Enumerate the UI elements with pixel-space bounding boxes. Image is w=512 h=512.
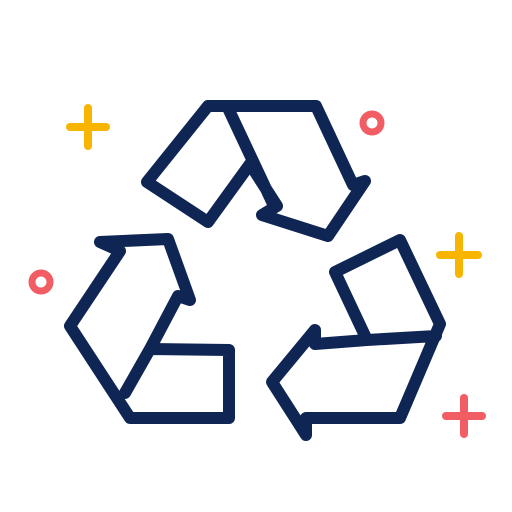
recycle-arrow-top — [141, 100, 371, 242]
dot-left-circle — [28, 269, 54, 295]
dot-left — [28, 269, 54, 295]
sparkle-bottom-right — [442, 394, 486, 438]
recycle-arrow-right — [266, 234, 446, 441]
sparkle-right — [436, 232, 482, 278]
recycle-arrow-right-outline — [266, 234, 446, 441]
sparkle-top-left — [66, 104, 110, 150]
dot-top-right-circle — [359, 110, 385, 136]
recycle-arrow-left — [64, 233, 235, 424]
recycle-arrow-top-outline — [141, 100, 371, 242]
recycle-arrow-left-outline — [64, 233, 235, 424]
dot-top-right — [359, 110, 385, 136]
